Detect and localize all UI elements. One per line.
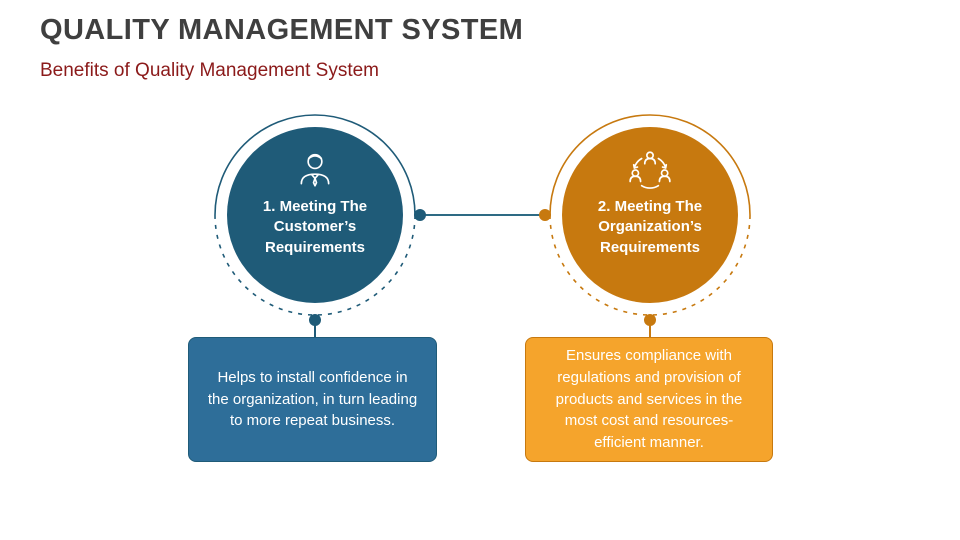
- description-box-customer: Helps to install confidence in the organ…: [188, 337, 437, 462]
- connector-line: [420, 214, 545, 216]
- node-stem-line: [314, 325, 316, 337]
- circle-organization: 2. Meeting The Organization’s Requiremen…: [562, 127, 738, 303]
- circle-label: 1. Meeting The Customer’s Requirements: [262, 198, 368, 256]
- connector-dot-right: [539, 209, 551, 221]
- circle-label: 2. Meeting The Organization’s Requiremen…: [597, 198, 703, 256]
- circle-customer: 1. Meeting The Customer’s Requirements: [227, 127, 403, 303]
- slide-title: QUALITY MANAGEMENT SYSTEM: [40, 14, 524, 46]
- slide-subtitle: Benefits of Quality Management System: [40, 60, 379, 81]
- description-text: Helps to install confidence in the organ…: [207, 368, 418, 430]
- ring-decoration: [214, 114, 416, 316]
- node-stem-line: [649, 325, 651, 337]
- organization-icon: [627, 149, 673, 191]
- description-box-organization: Ensures compliance with regulations and …: [525, 337, 773, 462]
- person-icon: [293, 149, 337, 191]
- ring-decoration: [549, 114, 751, 316]
- description-text: Ensures compliance with regulations and …: [555, 347, 743, 452]
- node-bottom-dot: [644, 314, 656, 326]
- connector-dot-left: [414, 209, 426, 221]
- node-bottom-dot: [309, 314, 321, 326]
